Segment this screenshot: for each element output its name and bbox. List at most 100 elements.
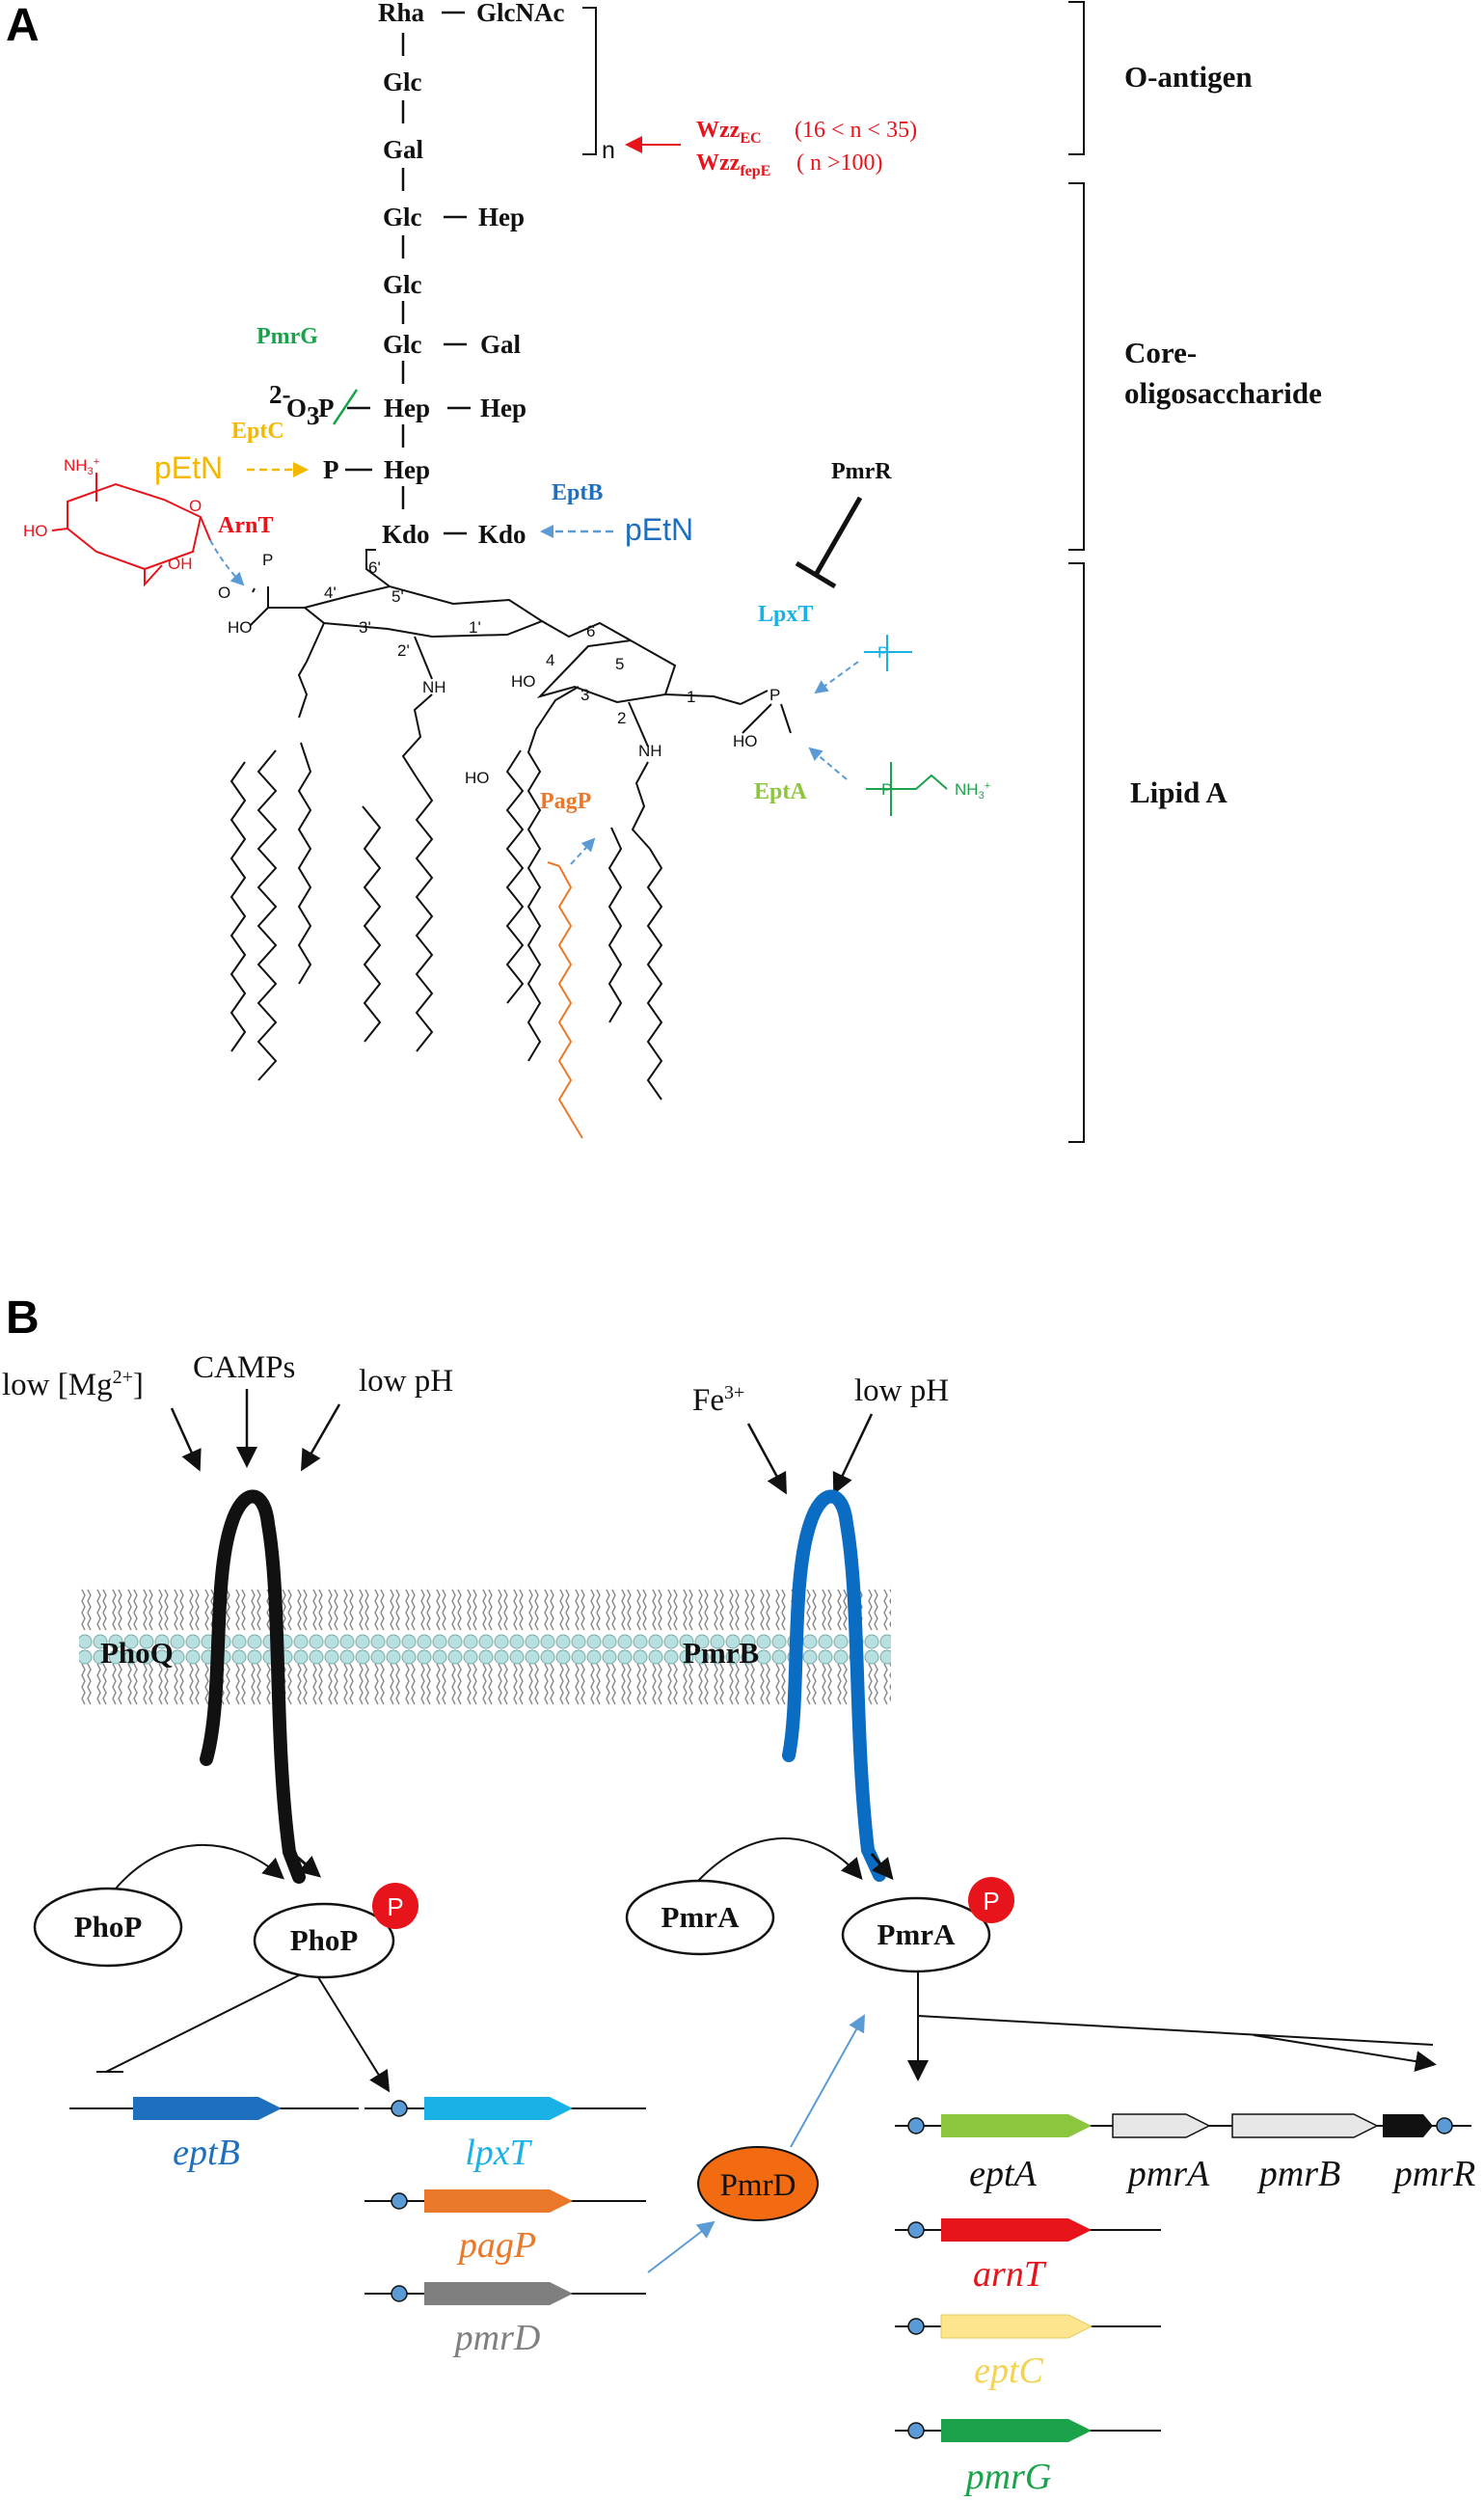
region-lipid-a: Lipid A [1130,775,1228,809]
ara4n-ring [67,482,202,571]
lipid-nh-prime: NH [422,678,446,696]
phop-label: PhoP [74,1910,143,1944]
gene-epta-label: eptA [969,2154,1037,2194]
enzyme-pmrg: PmrG [256,324,318,349]
gene-pmrr-arrow [1383,2114,1433,2137]
enzyme-lpxt: LpxT [758,602,813,627]
pmra-label: PmrA [661,1900,741,1934]
sugar-gal-2: Gal [480,330,522,359]
epta-nh3: NH3+ [955,780,990,802]
ara4n-nh3: NH3+ [64,456,99,477]
sugar-glc-3: Glc [383,270,422,299]
enzyme-pmrr: PmrR [831,459,892,484]
pos-2p: 2' [397,641,410,660]
phop-genes: eptB lpxT pagP pmrD [69,2097,646,2358]
pmrg-cleavage-mark [332,389,359,425]
pmrr-inhibit-line [813,496,863,577]
gene-arnt-arrow [941,2218,1092,2242]
pmrb-sensor [782,1489,886,1882]
gene-pmra-arrow [1112,2113,1211,2138]
stimulus-low-mg: low [Mg2+] [2,1367,144,1402]
o3p-o: O [286,394,307,422]
panel-a-letter: A [6,0,40,51]
epta-p: P [881,780,892,799]
pmra-phospho-badge [968,1877,1014,1923]
lpxt-arrow [814,661,859,694]
pos-5: 5 [615,655,624,673]
panel-b: B low [Mg2+] CAMPs low pH Fe3+ low pH Ph… [2,1292,1475,2497]
gene-pmrr-label: pmrR [1391,2154,1475,2194]
sugar-hep-2: Hep [384,394,430,422]
gene-pmrb-label: pmrB [1256,2154,1340,2194]
pos-6: 6 [586,622,595,640]
o3p-sub: 3 [307,401,320,430]
pmrr-inhibit-bar [795,560,837,589]
region-o-antigen: O-antigen [1124,60,1253,94]
pmrd-label: PmrD [720,2168,796,2203]
epta-arrow [808,747,848,780]
gene-pmrd-label: pmrD [452,2318,541,2358]
epta-petn [866,762,948,816]
pos-1p: 1' [469,618,481,637]
gene-pmrb-arrow [1231,2113,1379,2138]
pos-3: 3 [580,686,589,704]
pmrd-to-pmra [790,2014,865,2148]
pmra-genes: eptA pmrA pmrB pmrR arnT eptC pmrG [895,2113,1475,2497]
stimulus-low-ph-1: low pH [359,1364,453,1399]
sugar-glc-4: Glc [383,330,422,359]
phop-p-label: PhoP [290,1923,359,1957]
region-brackets: O-antigen Core- oligosaccharide Lipid A [1068,1,1322,1143]
enzyme-labels: PmrG EptC pEtN ArnT EptB pEtN PmrR LpxT … [154,324,892,814]
ara4n-o: O [189,497,202,515]
pagp-arrow [570,837,596,865]
gene-pmrg-label: pmrG [963,2457,1052,2497]
lipid-ho-p1: HO [733,732,758,750]
lipid-o-minus-left: O [218,584,230,602]
phop-phospho-badge [372,1883,418,1929]
sugar-glc-2: Glc [383,203,422,231]
region-core-line2: oligosaccharide [1124,376,1322,410]
sugar-hep-4: Hep [384,455,430,484]
gene-lpxt-label: lpxT [465,2133,532,2173]
lipid-ho-ring: HO [511,672,536,691]
ara4n-ho: HO [23,522,48,540]
wzz-ec: WzzEC [696,118,762,147]
pos-4p: 4' [324,584,337,602]
arrow-low-ph-1 [301,1403,341,1472]
gene-pmrd-arrow [424,2282,573,2305]
wzz-ec-range: (16 < n < 35) [795,118,917,143]
pmrd-gene-to-protein [647,2220,715,2273]
panel-a: A Rha GlcNAc Glc Gal Glc Hep Glc Glc Gal… [6,0,1322,1143]
gene-pagp-label: pagP [456,2225,536,2266]
arrow-low-ph-2 [832,1413,874,1495]
sugar-glcnac: GlcNAc [476,0,564,27]
gene-eptc-arrow [940,2314,1093,2339]
lipid-ho-left: HO [228,618,253,637]
lipid-nh: NH [638,742,662,760]
petn-left: pEtN [154,450,223,485]
gene-lpxt-arrow [424,2097,573,2120]
phop-phospho-p: P [387,1892,403,1921]
panel-b-letter: B [6,1292,40,1344]
lipid-p-4p: P [262,551,273,569]
sugar-rha: Rha [378,0,425,27]
gene-eptb-arrow [133,2097,282,2120]
repeat-n: n [602,137,615,164]
arrow-low-mg [170,1407,202,1472]
pos-4: 4 [546,651,554,669]
enzyme-pagp: PagP [540,789,591,814]
lipid-a-labels: NH3+ HO OH O P O HO HO NH NH HO P HO P N… [23,456,990,802]
pmrd-protein [697,2146,819,2221]
phop-activate-lpxt [317,1976,391,2093]
wzz-fepe: WzzfepE [696,150,770,179]
enzyme-arnt: ArnT [218,513,273,538]
pos-2: 2 [617,709,626,727]
gene-pmrg-arrow [941,2419,1092,2442]
pos-6p: 6' [368,558,381,577]
phoq-label: PhoQ [100,1636,174,1670]
region-core-line1: Core- [1124,336,1197,369]
gene-epta-arrow [941,2114,1092,2137]
stimulus-fe: Fe3+ [692,1382,744,1418]
stimulus-low-ph-2: low pH [854,1373,949,1408]
gene-eptb-label: eptB [173,2133,240,2173]
